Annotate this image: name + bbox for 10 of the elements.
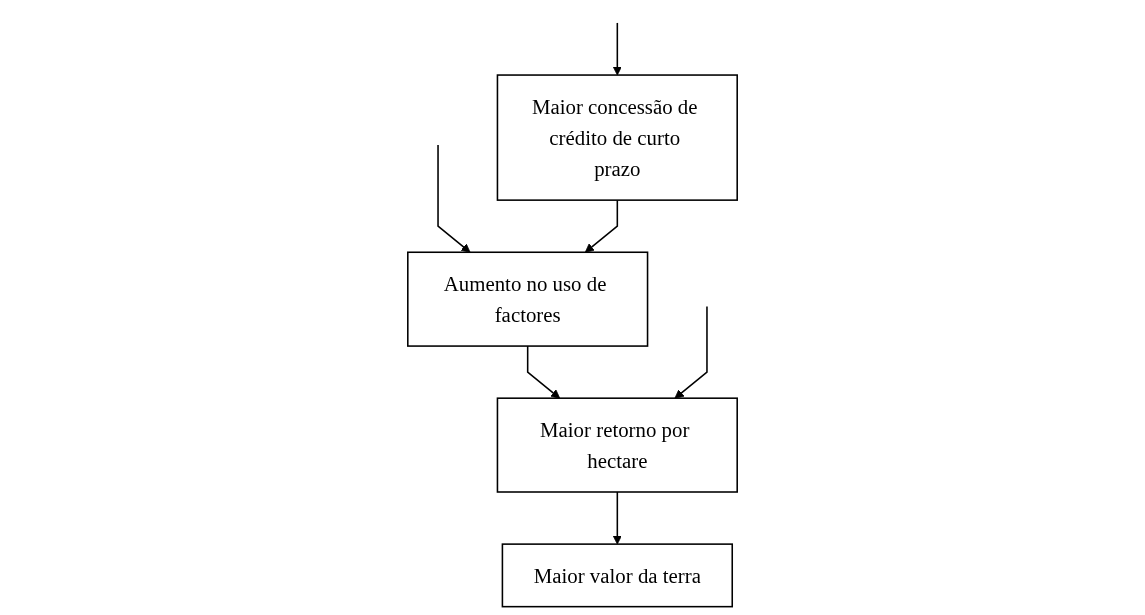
arrow xyxy=(584,199,619,253)
node-box: Maior valor da terra xyxy=(501,543,733,608)
node-box: Maior retorno por hectare xyxy=(496,397,738,493)
node-box: Maior concessão de crédito de curto prazo xyxy=(496,74,738,201)
node-box: Aumento no uso de factores xyxy=(407,251,649,347)
arrow xyxy=(674,305,708,399)
arrow xyxy=(612,22,622,76)
arrow xyxy=(437,144,471,253)
arrow xyxy=(612,491,622,545)
arrow xyxy=(526,345,561,399)
